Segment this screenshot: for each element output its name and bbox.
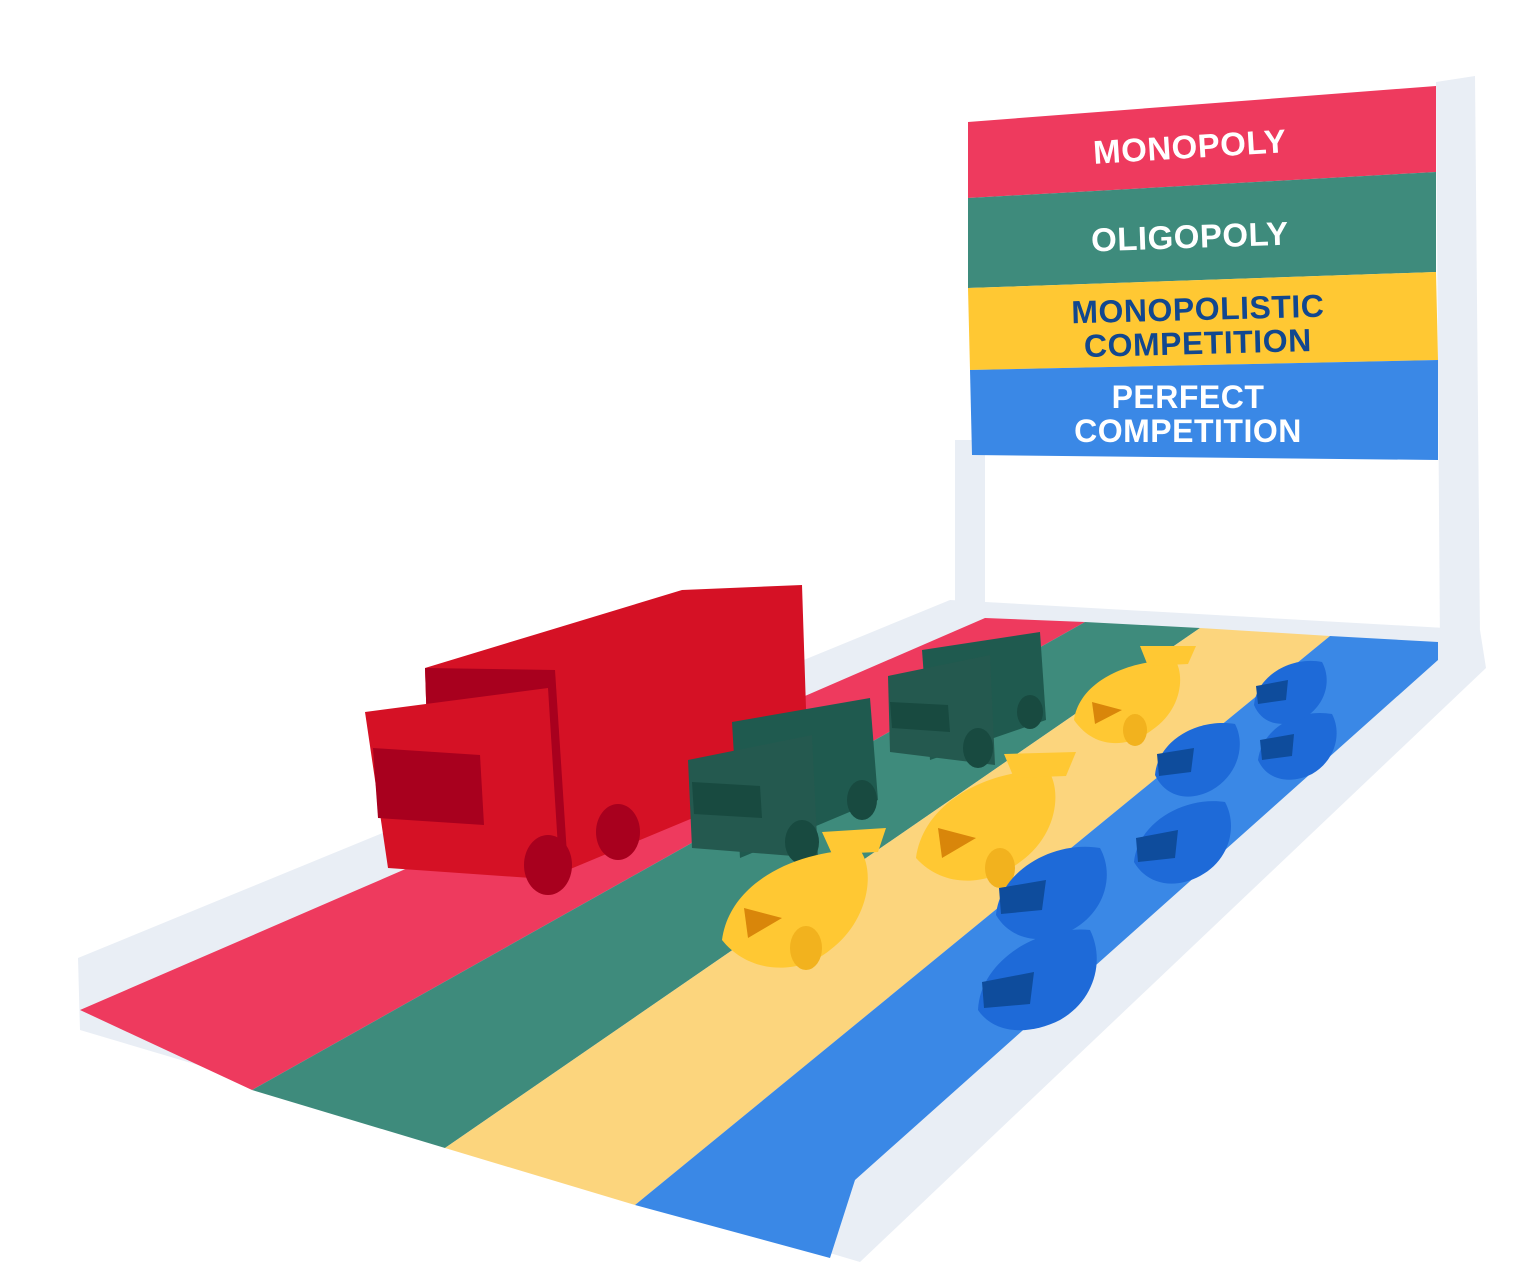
sign-row-monopolistic-competition [968,272,1438,370]
sign-label-monopolistic: MONOPOLISTIC [1071,288,1325,331]
blue-car-1 [978,929,1097,1031]
oligopoly-truck-front [688,698,878,864]
sign-label-monopolistic-competition: COMPETITION [1084,322,1313,364]
blue-car-5 [1258,712,1337,780]
race-car-1 [722,828,886,970]
oligopoly-truck-back [888,632,1046,768]
sign-label-perfect: PERFECT [1112,379,1265,415]
race-car-2 [916,752,1076,888]
blue-car-6 [1254,660,1327,724]
sign-label-oligopoly: OLIGOPOLY [1090,215,1289,259]
sign-row-monopoly [968,86,1436,198]
market-structure-sign: MONOPOLY OLIGOPOLY MONOPOLISTIC COMPETIT… [968,86,1438,460]
blue-car-4 [1155,723,1240,797]
sign-row-perfect-competition [970,360,1438,460]
sign-row-oligopoly [968,172,1436,288]
blue-car-2 [996,846,1107,939]
lane-monopolistic-competition [445,628,1330,1205]
sign-post [955,76,1480,650]
sign-label-perfect-competition: COMPETITION [1074,413,1302,449]
race-car-3 [1074,646,1196,746]
blue-car-3 [1134,801,1232,884]
